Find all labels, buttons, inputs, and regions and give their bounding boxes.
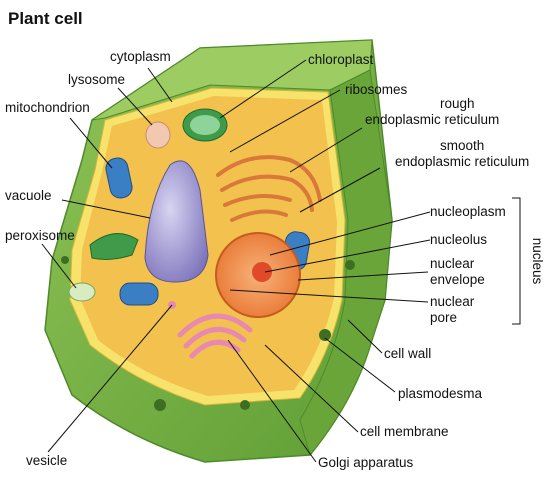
label-cell-membrane: cell membrane: [360, 424, 449, 439]
cell-wall-side-face: [299, 69, 393, 457]
label-nuclear-envelope-1: nuclear: [430, 256, 475, 271]
label-cytoplasm: cytoplasm: [110, 49, 171, 64]
label-plasmodesma: plasmodesma: [398, 386, 483, 401]
plasmodesmata: [61, 256, 355, 411]
endoplasmic-reticulum-shape: [216, 155, 322, 222]
cytoplasm-shape: [80, 96, 337, 396]
cell-wall-top-face: [91, 39, 373, 121]
label-nuclear-pore-2: pore: [430, 310, 457, 325]
label-ribosomes: ribosomes: [345, 82, 408, 97]
label-vesicle: vesicle: [26, 453, 67, 468]
golgi-shape: [177, 313, 253, 359]
leader-lines: [41, 59, 431, 463]
label-nuclear-pore-1: nuclear: [430, 294, 475, 309]
peroxisome-shape: [68, 282, 96, 302]
label-chloroplast: chloroplast: [308, 52, 374, 67]
label-mitochondrion: mitochondrion: [5, 100, 90, 115]
nucleus-shape: [215, 232, 301, 318]
vacuole-shape: [144, 160, 209, 283]
label-golgi-apparatus: Golgi apparatus: [318, 455, 414, 470]
label-rough-er-2: endoplasmic reticulum: [365, 112, 499, 127]
label-nucleolus: nucleolus: [430, 232, 487, 247]
label-rough-er-1: rough: [440, 96, 475, 111]
label-smooth-er-2: endoplasmic reticulum: [395, 154, 529, 169]
label-cell-wall: cell wall: [384, 346, 431, 361]
diagram-title: Plant cell: [8, 9, 83, 28]
mitochondrion-shape: [105, 157, 311, 306]
lysosome-shape: [145, 121, 171, 149]
label-nuclear-envelope-2: envelope: [430, 272, 485, 287]
label-smooth-er-1: smooth: [440, 138, 484, 153]
label-lysosome: lysosome: [68, 72, 125, 87]
label-nucleus: nucleus: [530, 238, 545, 285]
nucleus-bracket: [512, 197, 521, 325]
label-peroxisome: peroxisome: [5, 228, 75, 243]
chloroplast-shape-2: [89, 233, 139, 260]
label-vacuole: vacuole: [5, 188, 52, 203]
label-nucleoplasm: nucleoplasm: [430, 204, 506, 219]
chloroplast-shape: [182, 108, 228, 142]
